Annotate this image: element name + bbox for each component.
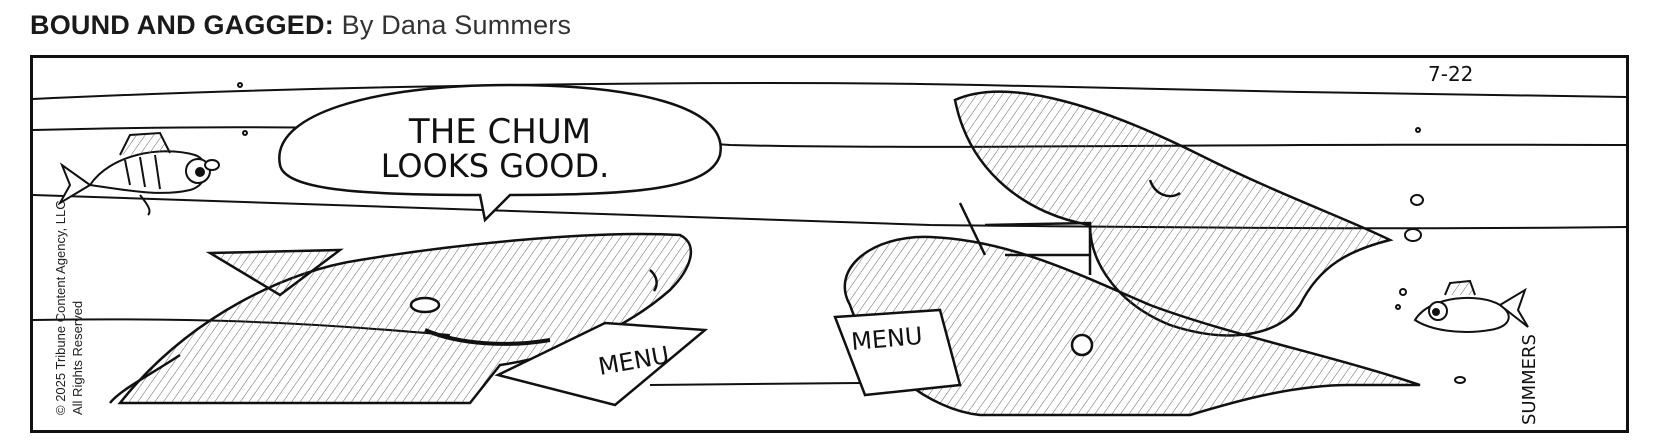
speech-line-2: LOOKS GOOD. bbox=[381, 147, 610, 185]
copyright-line-1: © 2025 Tribune Content Agency, LLC bbox=[53, 200, 68, 415]
comic-title: BOUND AND GAGGED: bbox=[30, 10, 334, 40]
copyright-line-2: All Rights Reserved bbox=[70, 300, 85, 415]
chair-icon bbox=[958, 202, 1092, 275]
comic-drawing: THE CHUM LOOKS GOOD. MENU bbox=[30, 55, 1629, 433]
water-lines bbox=[32, 82, 1628, 336]
comic-date: 7-22 bbox=[1428, 62, 1473, 86]
bubbles bbox=[237, 82, 1466, 384]
copyright-notice: © 2025 Tribune Content Agency, LLC All R… bbox=[52, 200, 86, 415]
speech-line-1: THE CHUM bbox=[408, 112, 591, 152]
comic-panel: THE CHUM LOOKS GOOD. MENU bbox=[30, 55, 1629, 433]
menu-right: MENU bbox=[833, 308, 962, 397]
comic-header: BOUND AND GAGGED: By Dana Summers bbox=[30, 10, 571, 41]
shark-right-front-icon bbox=[843, 235, 1421, 417]
comic-byline: By Dana Summers bbox=[341, 10, 572, 40]
menu-right-label: MENU bbox=[850, 322, 924, 356]
shark-right-back-icon bbox=[953, 90, 1394, 337]
small-fish-left-icon bbox=[57, 131, 220, 216]
artist-signature: SUMMERS bbox=[1519, 334, 1540, 425]
small-fish-right-icon bbox=[1413, 279, 1529, 333]
speech-bubble: THE CHUM LOOKS GOOD. bbox=[278, 83, 722, 223]
